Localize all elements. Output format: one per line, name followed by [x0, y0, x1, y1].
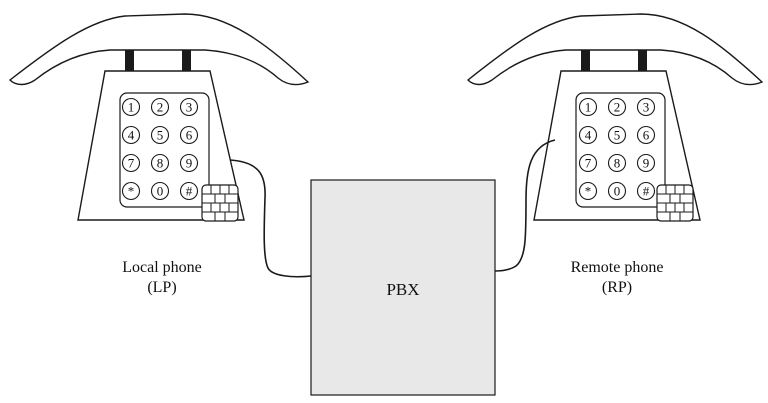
svg-text:3: 3: [643, 100, 650, 115]
local-key-3: 3: [179, 97, 199, 117]
remote-key-1: 1: [578, 97, 598, 117]
svg-text:0: 0: [614, 184, 621, 199]
svg-text:4: 4: [585, 128, 592, 143]
remote-phone-label: Remote phone: [571, 259, 664, 276]
remote-phone-abbrev: (RP): [602, 279, 632, 296]
remote-jack: [656, 184, 694, 222]
local-key-star: *: [121, 181, 141, 201]
remote-key-3: 3: [636, 97, 656, 117]
svg-text:5: 5: [614, 128, 621, 143]
local-phone-label: Local phone: [122, 259, 202, 276]
svg-text:*: *: [585, 184, 592, 199]
svg-text:7: 7: [585, 156, 592, 171]
svg-text:5: 5: [157, 128, 164, 143]
svg-text:*: *: [128, 184, 135, 199]
svg-text:1: 1: [128, 100, 135, 115]
local-phone: 1 2 3 4 5 6 7 8 9 * 0 # Local phone (LP): [8, 13, 310, 296]
remote-key-4: 4: [578, 125, 598, 145]
local-key-hash: #: [179, 181, 199, 201]
local-key-0: 0: [150, 181, 170, 201]
local-cradle-right: [182, 50, 191, 71]
svg-text:3: 3: [186, 100, 193, 115]
svg-text:#: #: [186, 184, 193, 199]
local-key-5: 5: [150, 125, 170, 145]
pbx-label: PBX: [386, 280, 419, 299]
remote-key-0: 0: [607, 181, 627, 201]
remote-key-hash: #: [636, 181, 656, 201]
remote-key-9: 9: [636, 153, 656, 173]
svg-text:1: 1: [585, 100, 592, 115]
remote-cradle-right: [638, 50, 647, 71]
remote-key-5: 5: [607, 125, 627, 145]
local-handset: [8, 13, 310, 86]
local-key-1: 1: [121, 97, 141, 117]
local-key-7: 7: [121, 153, 141, 173]
svg-text:8: 8: [157, 156, 164, 171]
remote-keypad: [575, 92, 666, 208]
remote-key-star: *: [578, 181, 598, 201]
remote-key-7: 7: [578, 153, 598, 173]
local-phone-abbrev: (LP): [147, 279, 176, 296]
local-phone-cable: [229, 159, 312, 278]
svg-text:8: 8: [614, 156, 621, 171]
remote-handset: [466, 13, 764, 86]
svg-text:2: 2: [614, 100, 621, 115]
local-key-6: 6: [179, 125, 199, 145]
svg-text:6: 6: [643, 128, 650, 143]
local-key-2: 2: [150, 97, 170, 117]
svg-text:7: 7: [128, 156, 135, 171]
remote-phone: 1 2 3 4 5 6 7 8 9 * 0 # Remote phone (RP): [466, 13, 764, 296]
svg-text:9: 9: [643, 156, 650, 171]
svg-text:6: 6: [186, 128, 193, 143]
local-keys: 1 2 3 4 5 6 7 8 9 * 0 #: [121, 97, 199, 201]
remote-phone-cable: [494, 139, 556, 272]
svg-text:0: 0: [157, 184, 164, 199]
svg-text:#: #: [643, 184, 650, 199]
svg-text:4: 4: [128, 128, 135, 143]
svg-text:2: 2: [157, 100, 164, 115]
local-key-9: 9: [179, 153, 199, 173]
remote-keys: 1 2 3 4 5 6 7 8 9 * 0 #: [578, 97, 656, 201]
remote-key-8: 8: [607, 153, 627, 173]
local-keypad: [119, 92, 210, 208]
remote-cradle-left: [581, 50, 590, 71]
local-cradle-left: [125, 50, 134, 71]
remote-key-2: 2: [607, 97, 627, 117]
pbx: PBX: [310, 179, 496, 396]
local-key-8: 8: [150, 153, 170, 173]
svg-text:9: 9: [186, 156, 193, 171]
pbx-box: [310, 179, 496, 396]
local-jack: [201, 184, 239, 222]
local-key-4: 4: [121, 125, 141, 145]
remote-key-6: 6: [636, 125, 656, 145]
